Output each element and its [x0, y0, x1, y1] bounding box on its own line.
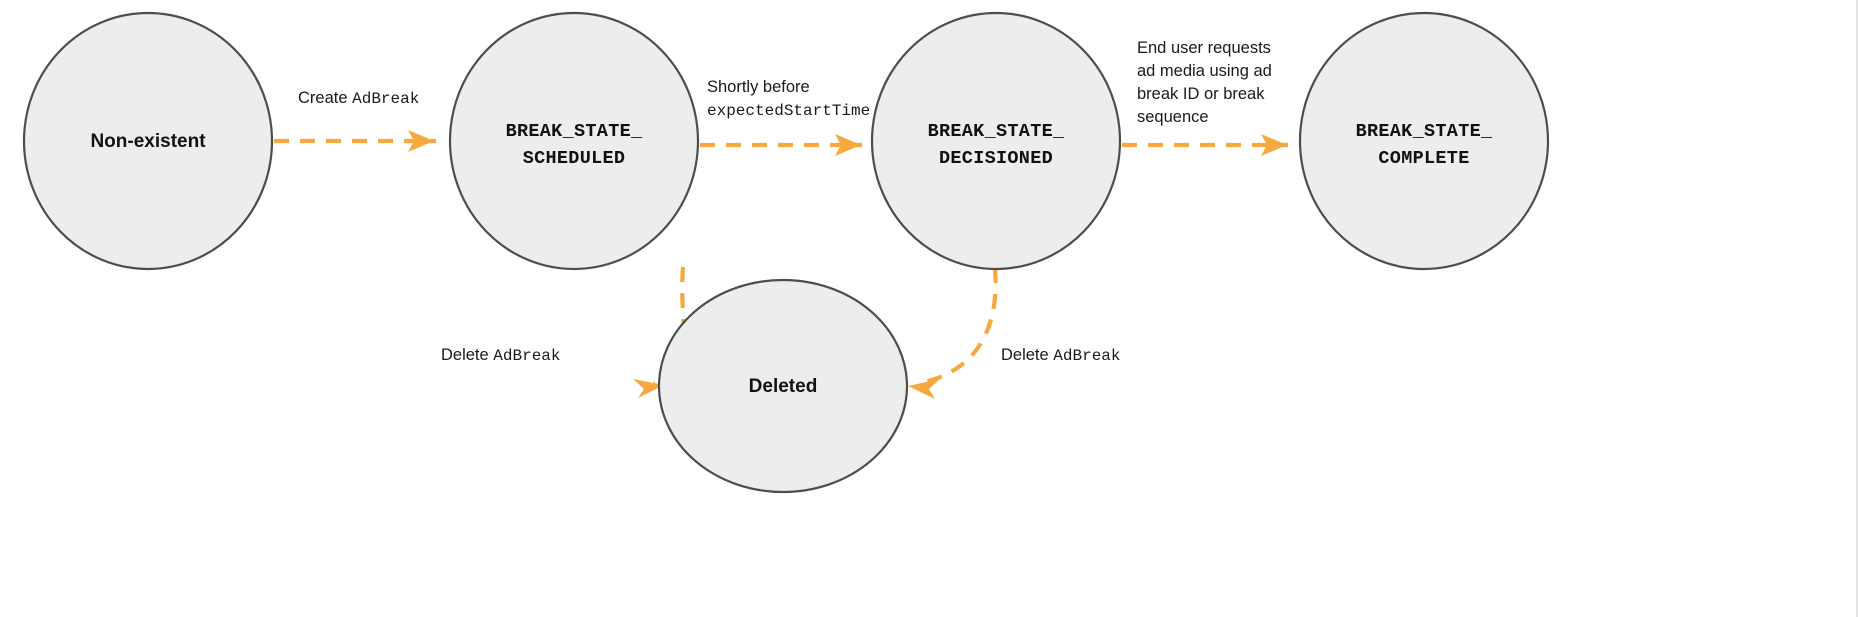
edge-label-delete-from-decisioned-sans: Delete: [1001, 346, 1053, 364]
edge-label-expected-start-time-mono: expectedStartTime: [707, 102, 870, 120]
right-edge-divider: [1856, 0, 1858, 617]
edge-label-delete-from-decisioned: Delete AdBreak: [1001, 346, 1121, 365]
node-break-state-scheduled-shape[interactable]: [448, 11, 700, 271]
node-break-state-decisioned[interactable]: BREAK_STATE_ DECISIONED: [870, 11, 1122, 271]
node-break-state-complete-label-line2: COMPLETE: [1378, 148, 1469, 169]
edge-label-shortly-before-expected-start-time: Shortly before expectedStartTime: [707, 78, 870, 120]
edge-label-create-adbreak-sans: Create: [298, 89, 352, 107]
node-deleted[interactable]: Deleted: [657, 278, 909, 494]
node-deleted-label: Deleted: [749, 376, 818, 397]
edge-shortly-before: [700, 134, 862, 156]
node-break-state-complete[interactable]: BREAK_STATE_ COMPLETE: [1298, 11, 1550, 271]
node-break-state-scheduled-label-line1: BREAK_STATE_: [506, 121, 643, 142]
node-break-state-complete-label-line1: BREAK_STATE_: [1356, 121, 1493, 142]
edge-delete-from-scheduled-arrowhead: [633, 379, 664, 398]
node-break-state-decisioned-shape[interactable]: [870, 11, 1122, 271]
edge-label-end-user-line4: sequence: [1137, 108, 1209, 126]
edge-label-expected-start-time-line2: expectedStartTime: [707, 102, 870, 120]
edge-label-create-adbreak-mono: AdBreak: [352, 90, 419, 108]
node-non-existent-shape[interactable]: [22, 11, 274, 271]
node-break-state-complete-shape[interactable]: [1298, 11, 1550, 271]
edge-label-delete-from-scheduled-mono: AdBreak: [493, 347, 560, 365]
node-deleted-shape[interactable]: [657, 278, 909, 494]
node-break-state-scheduled[interactable]: BREAK_STATE_ SCHEDULED: [448, 11, 700, 271]
edge-label-delete-from-decisioned-mono: AdBreak: [1053, 347, 1120, 365]
edge-label-end-user-line2: ad media using ad: [1137, 62, 1272, 80]
edge-delete-from-decisioned-arrowhead: [908, 379, 940, 399]
edge-label-delete-from-scheduled: Delete AdBreak: [441, 346, 561, 365]
edge-end-user-requests-arrowhead: [1261, 134, 1287, 156]
edge-delete-from-decisioned-line: [919, 267, 998, 386]
node-non-existent-label: Non-existent: [90, 131, 206, 152]
edge-label-end-user-line3: break ID or break: [1137, 85, 1265, 103]
edge-label-end-user-line1: End user requests: [1137, 39, 1271, 57]
edge-label-end-user-requests: End user requests ad media using ad brea…: [1137, 39, 1272, 126]
edge-create-adbreak: [274, 130, 436, 152]
edge-create-adbreak-arrowhead: [408, 130, 434, 152]
edge-label-create-adbreak: Create AdBreak: [298, 89, 419, 108]
node-break-state-decisioned-label-line2: DECISIONED: [939, 148, 1053, 169]
edge-shortly-before-arrowhead: [835, 134, 861, 156]
edge-end-user-requests: [1122, 134, 1288, 156]
edge-label-delete-from-scheduled-sans: Delete: [441, 346, 493, 364]
node-break-state-scheduled-label-line2: SCHEDULED: [523, 148, 626, 169]
edge-delete-from-decisioned: [908, 267, 998, 399]
edge-label-shortly-before-line1: Shortly before: [707, 78, 810, 96]
node-non-existent[interactable]: Non-existent: [22, 11, 274, 271]
node-break-state-decisioned-label-line1: BREAK_STATE_: [928, 121, 1065, 142]
